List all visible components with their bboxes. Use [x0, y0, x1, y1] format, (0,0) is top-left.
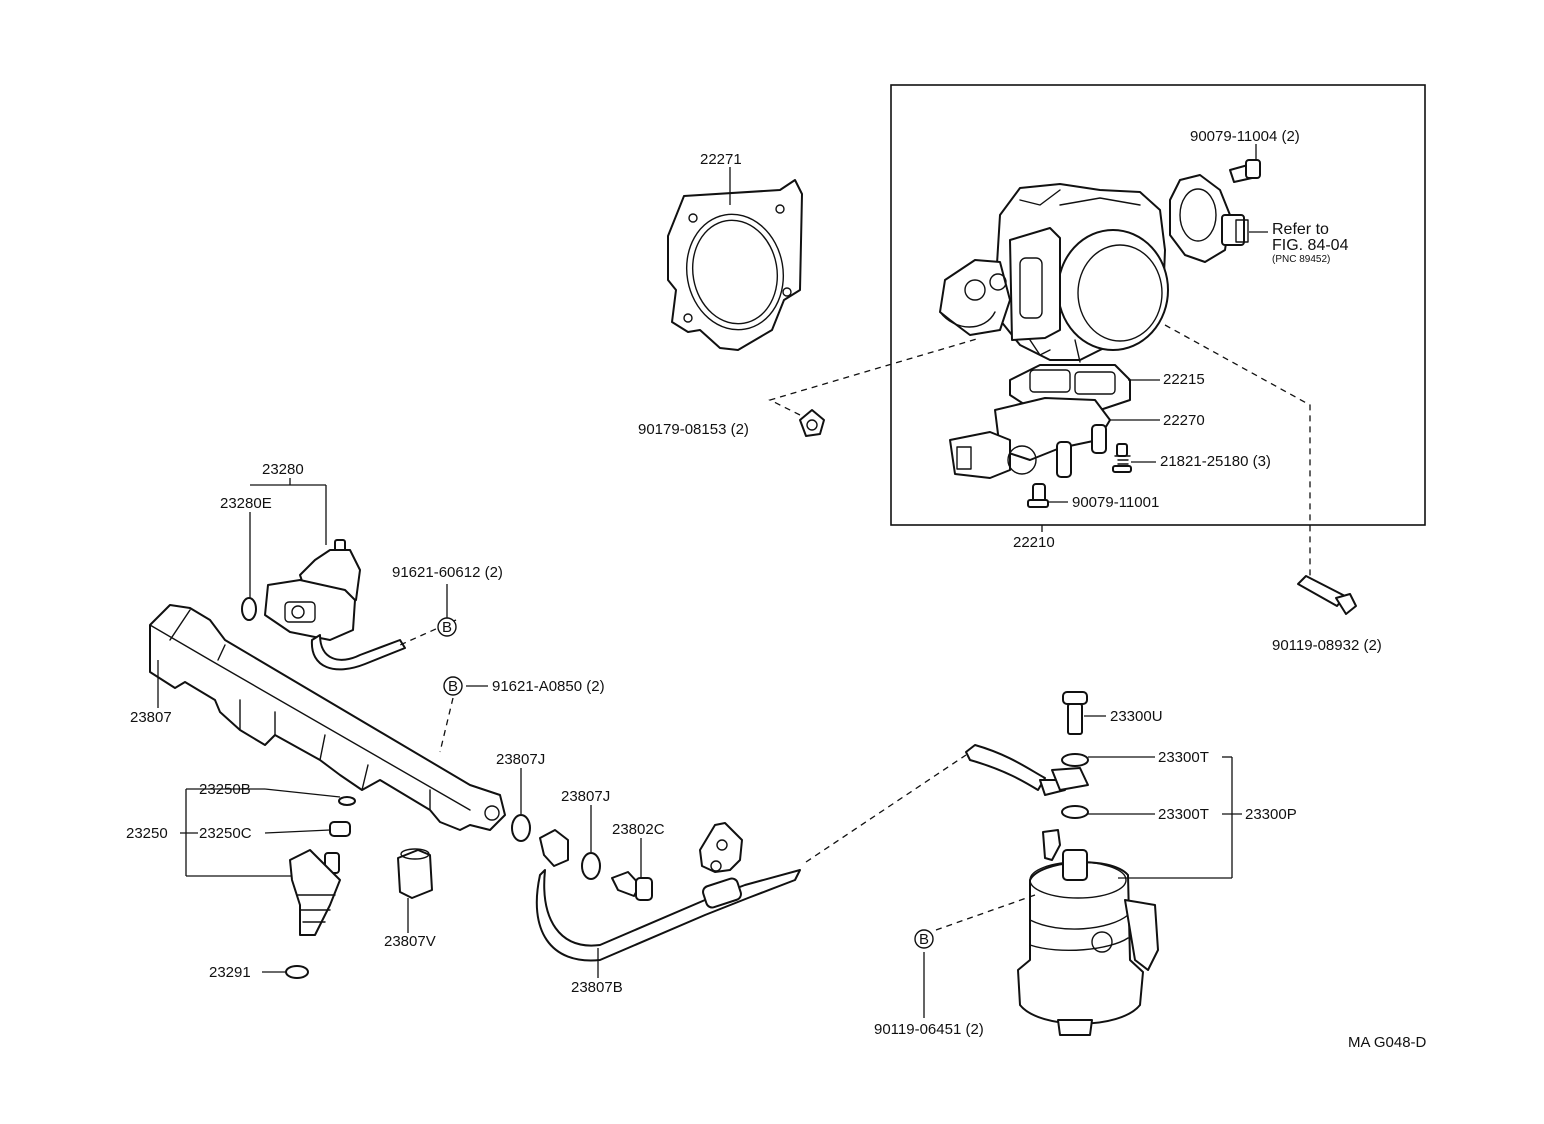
label-23802C: 23802C: [612, 821, 665, 838]
label-23807B: 23807B: [571, 979, 623, 996]
label-90079-11001: 90079-11001: [1072, 494, 1159, 511]
label-21821-25180: 21821-25180 (3): [1160, 453, 1271, 470]
label-23300U: 23300U: [1110, 708, 1163, 725]
b-marker-3: B: [914, 929, 934, 949]
svg-text:B: B: [919, 931, 929, 948]
label-23250: 23250: [126, 825, 168, 842]
label-23300T-b: 23300T: [1158, 806, 1209, 823]
label-23250B: 23250B: [199, 781, 251, 798]
injector-23250: [289, 849, 341, 936]
leader-lines: [157, 144, 1268, 1018]
bolt-90119-08932: [1297, 575, 1357, 615]
b-marker-2: B: [443, 676, 463, 696]
pressure-regulator-23280: [264, 539, 406, 671]
label-91621-60612: 91621-60612 (2): [392, 564, 503, 581]
label-90079-11004: 90079-11004 (2): [1190, 128, 1300, 145]
label-23280E: 23280E: [220, 495, 272, 512]
label-22271: 22271: [700, 151, 742, 168]
label-22210: 22210: [1013, 534, 1055, 551]
label-refer-to: Refer to: [1272, 221, 1329, 238]
throttle-position-sensor: [1169, 174, 1249, 263]
fuel-hose: [965, 744, 1066, 796]
label-refer-fig: FIG. 84-04: [1272, 237, 1349, 254]
screw-21821-25180: [1112, 443, 1132, 473]
nut-90179-08153: [799, 409, 825, 437]
label-23300P: 23300P: [1245, 806, 1297, 823]
label-23807J-a: 23807J: [496, 751, 545, 768]
delivery-pipe-23807: [149, 604, 506, 831]
label-23300T-a: 23300T: [1158, 749, 1209, 766]
label-90179-08153: 90179-08153 (2): [638, 421, 749, 438]
fuel-filter-23300: [1017, 691, 1159, 1036]
label-22215: 22215: [1163, 371, 1205, 388]
label-91621-A0850: 91621-A0850 (2): [492, 678, 605, 695]
svg-text:B: B: [448, 678, 458, 695]
label-23250C: 23250C: [199, 825, 252, 842]
label-23807: 23807: [130, 709, 172, 726]
seal-23291: [285, 965, 309, 979]
gasket-23807J-b: [581, 852, 601, 880]
label-23807J-b: 23807J: [561, 788, 610, 805]
label-90119-06451: 90119-06451 (2): [874, 1021, 984, 1038]
screw-90079-11001: [1027, 483, 1049, 508]
label-23807V: 23807V: [384, 933, 436, 950]
svg-text:B: B: [442, 619, 452, 636]
spacer-23807V: [397, 848, 433, 899]
figure-code: MA G048-D: [1348, 1034, 1427, 1051]
label-23291: 23291: [209, 964, 251, 981]
gasket-23807J-a: [511, 814, 531, 842]
throttle-body-22210: [939, 183, 1169, 479]
throttle-body-frame: [890, 84, 1426, 526]
dashed-lines: [399, 324, 1311, 931]
bolt-90079-11004: [1229, 159, 1261, 183]
o-ring-23280E: [241, 597, 257, 621]
insulator-23250C: [329, 821, 351, 837]
label-23280: 23280: [262, 461, 304, 478]
union-bolt-23802C: [611, 871, 653, 901]
fuel-pipe-23807B: [535, 822, 801, 962]
b-marker-1: B: [437, 617, 457, 637]
label-90119-08932: 90119-08932 (2): [1272, 637, 1382, 654]
label-refer-pnc: (PNC 89452): [1272, 254, 1330, 265]
o-ring-23250B: [338, 796, 356, 806]
gasket-22271: [667, 179, 803, 351]
label-22270: 22270: [1163, 412, 1205, 429]
